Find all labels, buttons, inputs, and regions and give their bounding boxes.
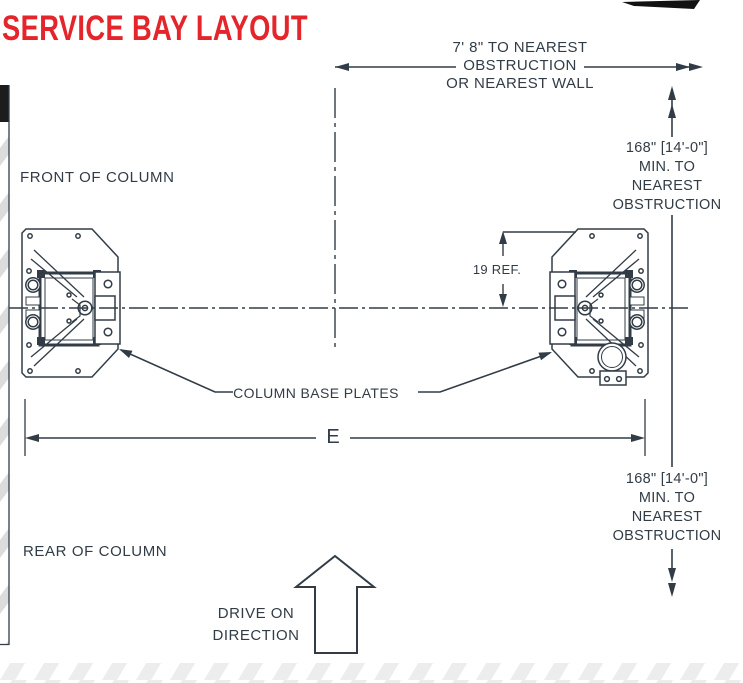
page-title: SERVICE BAY LAYOUT: [2, 9, 308, 48]
corner-wedge: [622, 0, 700, 9]
power-unit-detail: [597, 342, 627, 386]
left-base-plate-drawing: [20, 227, 122, 379]
right-bottom-clearance-text: 168" [14'-0"] MIN. TO NEAREST OBSTRUCTIO…: [613, 470, 722, 546]
dimension-text-line: OR NEAREST WALL: [446, 75, 594, 92]
dimension-text-line: OBSTRUCTION: [612, 528, 722, 544]
base-plate-leader-lines: [119, 349, 552, 393]
drive-on-line: DIRECTION: [212, 627, 300, 644]
drive-on-line: DRIVE ON: [217, 605, 295, 622]
dimension-text-line: OBSTRUCTION: [463, 57, 577, 74]
top-clearance-dimension-text: 7' 8" TO NEAREST OBSTRUCTION OR NEAREST …: [446, 39, 594, 93]
bottom-floor-hatch: [0, 663, 743, 683]
left-wall-hatch: [0, 85, 10, 646]
dimension-text-line: OBSTRUCTION: [612, 197, 722, 213]
dimension-text-line: 168" [14'-0"]: [625, 140, 709, 156]
ref-19-label: 19 REF.: [472, 262, 522, 277]
top-clearance-dimension-line: [335, 63, 703, 71]
ref19-dimension-line: [499, 231, 576, 307]
dimension-text-line: MIN. TO: [638, 490, 696, 506]
dimension-text-line: NEAREST: [631, 178, 703, 194]
drive-on-arrow: [293, 554, 377, 654]
e-dimension-label: E: [326, 426, 340, 448]
dimension-text-line: NEAREST: [631, 509, 703, 525]
dimension-text-line: 7' 8" TO NEAREST: [452, 39, 588, 56]
dimension-text-line: MIN. TO: [638, 159, 696, 175]
e-dimension-line: [24, 399, 646, 456]
front-of-column-label: FRONT OF COLUMN: [20, 169, 175, 186]
dimension-text-line: 168" [14'-0"]: [625, 471, 709, 487]
right-top-clearance-text: 168" [14'-0"] MIN. TO NEAREST OBSTRUCTIO…: [613, 139, 722, 215]
column-base-plates-label: COLUMN BASE PLATES: [233, 385, 399, 401]
rear-of-column-label: REAR OF COLUMN: [23, 543, 168, 560]
drive-on-direction-label: DRIVE ON DIRECTION: [213, 603, 300, 647]
right-clearance-dimension-line: [668, 86, 676, 597]
